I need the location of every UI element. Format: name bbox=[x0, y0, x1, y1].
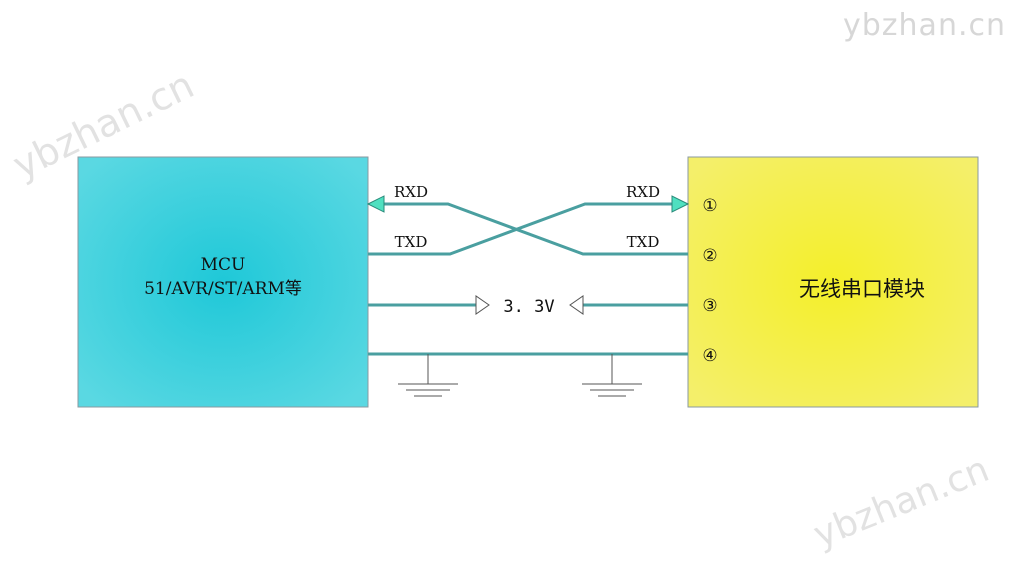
label-mcu-txd: TXD bbox=[395, 233, 428, 251]
ground-symbol-right bbox=[582, 354, 642, 397]
pin-4-label: ④ bbox=[702, 346, 717, 366]
arrow-mcu-rxd bbox=[366, 195, 385, 213]
mcu-title: MCU bbox=[201, 255, 246, 275]
wireless-module-box bbox=[687, 156, 979, 408]
mcu-subtitle: 51/AVR/ST/ARM等 bbox=[144, 279, 302, 299]
label-module-txd: TXD bbox=[627, 233, 660, 251]
arrow-module-rxd bbox=[671, 195, 690, 213]
mcu-box bbox=[77, 156, 369, 408]
label-module-rxd: RXD bbox=[626, 183, 660, 201]
pin-2-label: ② bbox=[702, 246, 717, 266]
pin-1-label: ① bbox=[702, 196, 717, 216]
module-title: 无线串口模块 bbox=[799, 277, 925, 301]
label-mcu-rxd: RXD bbox=[394, 183, 428, 201]
arrow-3v3-right bbox=[569, 295, 584, 315]
label-3v3: 3. 3V bbox=[503, 297, 554, 317]
arrow-3v3-left bbox=[475, 295, 490, 315]
wire-mcu-txd-to-module-rxd bbox=[368, 202, 673, 256]
pin-3-label: ③ bbox=[702, 296, 717, 316]
watermark-top-right: ybzhan.cn bbox=[843, 8, 1006, 43]
ground-symbol-left bbox=[398, 354, 458, 397]
